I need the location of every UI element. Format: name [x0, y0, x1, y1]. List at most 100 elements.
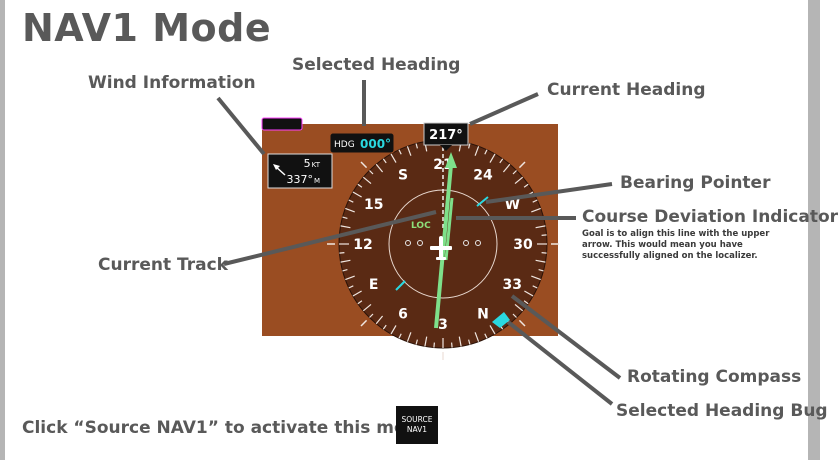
compass-tick	[369, 313, 374, 318]
compass-tick	[535, 225, 546, 229]
compass-label: 3	[438, 317, 448, 333]
compass-tick	[451, 342, 453, 348]
compass-tick	[340, 225, 351, 229]
compass-tick	[468, 143, 471, 149]
compass-label: 6	[398, 306, 408, 322]
hdg-box: HDG 000°	[329, 132, 395, 154]
compass-tick	[484, 333, 488, 339]
heading-bug-callout-line	[506, 320, 614, 406]
callout-heading-bug: Selected Heading Bug	[616, 401, 828, 421]
partial-magenta-box	[261, 117, 303, 131]
compass-tick	[375, 315, 384, 325]
compass-tick	[390, 153, 397, 163]
compass-tick	[524, 290, 534, 297]
page-title: NAV1 Mode	[22, 6, 272, 50]
heading-readout: 217°	[429, 128, 463, 143]
compass-tick	[345, 275, 355, 281]
compass-tick	[339, 252, 345, 254]
right-frame-bar	[808, 0, 820, 460]
source-button-line1: SOURCE	[401, 415, 433, 424]
compass-tick	[523, 183, 529, 188]
outer-bezel-mark	[518, 319, 526, 327]
compass-tick	[541, 234, 547, 236]
compass-label: 33	[503, 277, 522, 293]
compass-tick	[348, 199, 354, 203]
instruction-text: Click “Source NAV1” to activate this mod…	[22, 418, 436, 438]
compass-tick	[362, 303, 372, 312]
compass-label: E	[369, 277, 379, 293]
compass-tick	[468, 339, 471, 345]
compass-tick	[538, 269, 544, 272]
loc-label: LOC	[411, 221, 431, 231]
compass-tick	[532, 285, 538, 289]
compass-tick	[474, 332, 480, 342]
left-frame-bar	[0, 0, 5, 460]
compass-tick	[345, 207, 355, 213]
compass-tick	[352, 290, 362, 297]
compass-tick	[512, 313, 517, 318]
compass-tick	[535, 259, 546, 263]
compass-tick	[375, 163, 384, 173]
wind-box: 5KT 337°M	[267, 153, 333, 189]
compass-label: S	[398, 168, 408, 184]
cdi-note: Goal is to align this line with the uppe…	[582, 229, 770, 261]
compass-tick	[406, 332, 412, 342]
wind-direction: 337°M	[286, 173, 320, 186]
compass-tick	[398, 149, 402, 155]
compass-tick	[433, 342, 435, 348]
outer-bezel-mark	[360, 161, 368, 169]
compass-tick	[362, 176, 372, 185]
source-button-line2: NAV1	[406, 425, 428, 434]
compass-tick	[382, 158, 387, 164]
compass-tick	[514, 303, 524, 312]
compass-label: 24	[473, 168, 493, 184]
aircraft-symbol	[430, 236, 452, 260]
compass-tick	[424, 336, 428, 347]
callout-rotating-compass: Rotating Compass	[627, 367, 802, 387]
compass-tick	[474, 146, 480, 156]
hdg-label: HDG	[334, 140, 355, 150]
wind-speed: 5KT	[304, 157, 321, 170]
compass-tick	[352, 191, 362, 198]
compass-tick	[531, 275, 541, 281]
compass-tick	[342, 269, 348, 272]
hdg-value: 000°	[360, 137, 391, 151]
heading-readout-box: 217°	[423, 122, 469, 151]
rotating-compass-callout-line	[510, 294, 622, 380]
compass-tick	[415, 143, 418, 149]
compass-label: W	[505, 197, 520, 213]
compass-tick	[348, 285, 354, 289]
source-nav1-button[interactable]: SOURCE NAV1	[396, 406, 438, 444]
compass-label: 12	[353, 237, 372, 253]
callout-bearing-pointer: Bearing Pointer	[620, 173, 771, 193]
callout-current-track: Current Track	[98, 255, 228, 275]
selected-heading-bug	[492, 312, 510, 328]
compass-tick	[357, 300, 363, 305]
compass-tick	[484, 149, 488, 155]
compass-tick	[531, 207, 541, 213]
bearing-pointer-tail	[395, 280, 406, 291]
current-heading-callout-line	[469, 92, 539, 126]
compass-tick	[489, 153, 496, 163]
compass-tick	[489, 325, 496, 335]
outer-bezel-mark	[518, 161, 526, 169]
bearing-pointer-callout-line	[485, 182, 613, 204]
compass-tick	[382, 324, 387, 330]
course-arrow-head	[445, 152, 457, 168]
compass-tick	[340, 259, 351, 263]
callout-current-heading: Current Heading	[547, 80, 706, 100]
compass-label: N	[477, 306, 489, 322]
compass-tick	[406, 146, 412, 156]
compass-tick	[369, 170, 374, 175]
deviation-dots	[405, 240, 481, 246]
compass-tick	[502, 163, 511, 173]
callout-wind: Wind Information	[88, 73, 256, 93]
compass-tick	[499, 158, 504, 164]
current-track-callout-line	[223, 210, 437, 266]
compass-tick	[523, 300, 529, 305]
compass-tick	[458, 336, 462, 347]
compass-tick	[541, 252, 547, 254]
wind-callout-line	[216, 96, 266, 156]
compass-tick	[415, 339, 418, 345]
